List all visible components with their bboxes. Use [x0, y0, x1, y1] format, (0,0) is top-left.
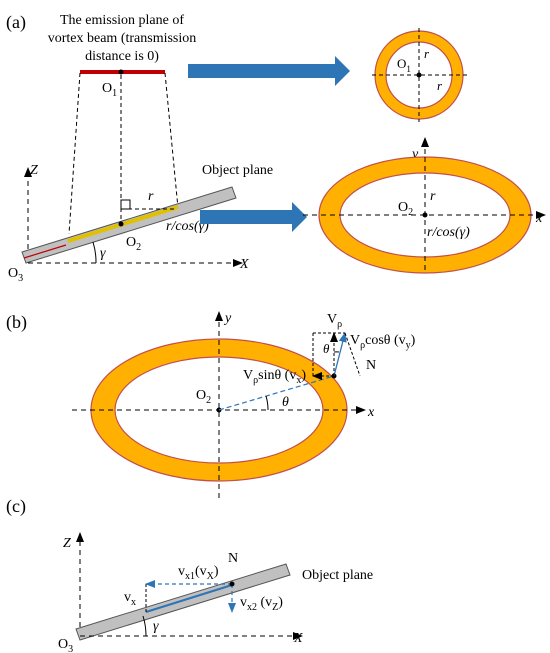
panel-a-label: (a): [6, 12, 26, 33]
object-plane-bar: [21, 186, 237, 264]
gamma-arc-c: [142, 615, 147, 637]
o2-label-b: O2: [196, 388, 211, 406]
z-axis-label: Z: [30, 163, 38, 178]
ellipse-center-label: O2: [398, 200, 413, 218]
ring-circle-center: [416, 72, 422, 78]
ellipse-x-label: x: [535, 211, 543, 226]
object-plane-label-c: Object plane: [302, 568, 373, 583]
radius-to-n: [218, 375, 335, 411]
vx-vector: [145, 583, 233, 614]
panel-b-label: (b): [6, 312, 27, 333]
n-label-b: N: [366, 358, 376, 373]
o2-point-a: [118, 221, 124, 227]
theta-small-label: θ: [323, 341, 330, 356]
emission-title-line1: The emission plane of: [60, 13, 184, 28]
v-sin-label: Vρsinθ (vx): [243, 368, 306, 386]
emission-title-line3: distance is 0): [85, 49, 159, 64]
v-rho-label: Vρ: [327, 312, 342, 330]
gamma-label-c: γ: [153, 619, 159, 634]
n-label-c: N: [228, 551, 238, 566]
plane-edge-red: [23, 244, 67, 259]
vx2-label: vx2 (vZ): [240, 595, 283, 613]
ellipse-center: [422, 212, 428, 218]
o1-label: O1: [102, 81, 117, 99]
v-rho-arrow: [333, 332, 347, 377]
r-label-a: r: [148, 189, 154, 204]
panel-b: (b) x y O2 θ θ Vρ Vρcosθ (vy) Vρsinθ (vx…: [6, 311, 416, 498]
o3-label-c: O3: [58, 637, 73, 653]
gamma-arc-a: [92, 241, 97, 264]
panel-a: (a) The emission plane of vortex beam (t…: [6, 12, 546, 284]
emission-title-line2: vortex beam (transmission: [48, 31, 197, 46]
tangent-line: [344, 332, 361, 377]
gamma-label-a: γ: [100, 246, 106, 261]
y-axis-label-b: y: [223, 311, 232, 326]
panel-c-label: (c): [6, 496, 26, 517]
n-point-c: [229, 581, 235, 587]
o3-label-a: O3: [8, 266, 23, 284]
vx-label: vx: [124, 590, 136, 608]
blue-arrow-bottom: [200, 202, 307, 232]
ellipse-y-label: y: [410, 147, 419, 162]
right-angle-mark: [120, 199, 131, 210]
ring-circle-r-right: r: [437, 78, 443, 93]
x-axis-label-c: X: [293, 631, 303, 646]
x-axis-label-b: x: [367, 405, 375, 420]
o2-label-a: O2: [126, 235, 141, 253]
v-cos-label: Vρcosθ (vy): [350, 333, 416, 351]
blue-arrow-top: [188, 56, 350, 86]
ellipse-r-label: r: [430, 189, 436, 204]
vx1-label: vx1(vX): [178, 564, 219, 582]
o1-point: [118, 69, 124, 75]
object-plane-label-a: Object plane: [202, 163, 273, 178]
beam-right-edge: [164, 72, 179, 209]
beam-left-edge: [68, 72, 81, 235]
theta-arc-b: [265, 395, 269, 411]
ring-circle-r-top: r: [424, 46, 430, 61]
ellipse-rcos-label: r/cos(γ): [427, 225, 470, 240]
theta-label-b: θ: [282, 395, 289, 410]
ring-circle-center-label: O1: [397, 56, 411, 74]
x-axis-label-a: X: [239, 257, 249, 272]
rcos-label-a: r/cos(γ): [166, 219, 209, 234]
z-axis-label-c: Z: [63, 536, 71, 551]
object-plane-bar-c: [75, 563, 291, 641]
panel-c: (c) Z N vx vx1(vX) vx2 (vZ) Object plane…: [6, 496, 373, 653]
